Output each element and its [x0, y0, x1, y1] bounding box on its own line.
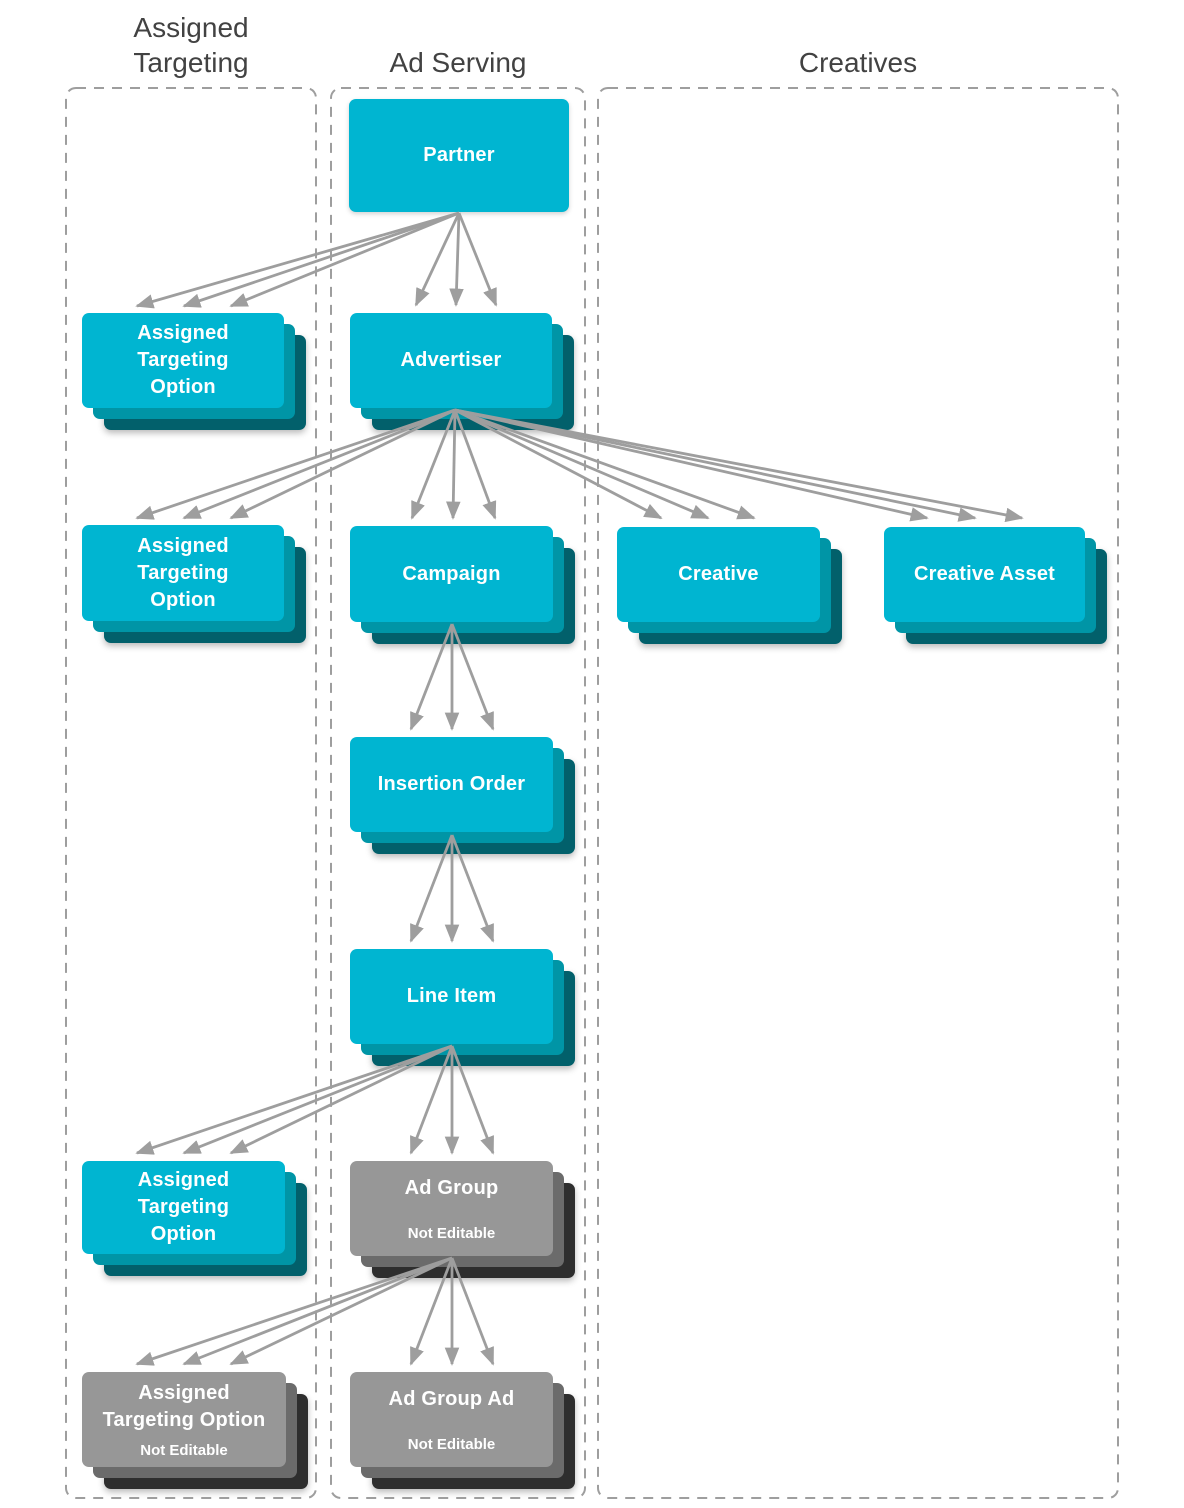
- node-assigned-targeting-option-line-item: Assigned Targeting Option: [82, 1161, 307, 1276]
- node-partner: Partner: [349, 99, 569, 212]
- edge-partner-to-assigned-targeting-option: [135, 211, 460, 309]
- node-label: Assigned Targeting Option: [137, 534, 229, 611]
- node-label: Assigned Targeting Option: [137, 322, 229, 398]
- not-editable-note: Not Editable: [407, 1225, 496, 1242]
- node-campaign: Campaign: [350, 526, 575, 644]
- node-label: Creative Asset: [913, 563, 1056, 585]
- node-label: Ad Group Ad: [388, 1388, 515, 1410]
- node-assigned-targeting-option-advertiser: Assigned Targeting Option: [82, 525, 306, 643]
- column-header-creatives: Creatives: [798, 47, 918, 78]
- node-ad-group-ad: Ad Group Ad Not Editable: [350, 1372, 575, 1489]
- edge-partner-to-advertiser: [414, 212, 498, 307]
- node-partner-label: Partner: [423, 144, 495, 166]
- column-header-assigned-targeting: Assigned Targeting: [133, 12, 249, 78]
- column-header-ad-serving: Ad Serving: [389, 47, 527, 78]
- node-label: Line Item: [406, 985, 497, 1007]
- node-insertion-order: Insertion Order: [350, 737, 575, 854]
- node-label: Campaign: [402, 562, 501, 585]
- node-creative: Creative: [617, 527, 842, 644]
- node-line-item: Line Item: [350, 949, 575, 1066]
- not-editable-note: Not Editable: [407, 1436, 496, 1453]
- column-box-creatives: [597, 87, 1119, 1499]
- node-label: Advertiser: [400, 349, 502, 371]
- node-label: Assigned Targeting Option: [102, 1382, 266, 1431]
- node-assigned-targeting-option-ad-group: Assigned Targeting Option Not Editable: [82, 1372, 308, 1489]
- column-box-assigned-targeting: [65, 87, 317, 1499]
- node-ad-group: Ad Group Not Editable: [350, 1161, 575, 1278]
- node-creative-asset: Creative Asset: [884, 527, 1107, 644]
- node-label: Assigned Targeting Option: [137, 1169, 230, 1245]
- node-label: Insertion Order: [377, 773, 526, 795]
- node-advertiser: Advertiser: [350, 313, 574, 430]
- node-assigned-targeting-option-partner: Assigned Targeting Option: [82, 313, 306, 430]
- not-editable-note: Not Editable: [140, 1442, 228, 1459]
- node-label: Ad Group: [404, 1177, 499, 1199]
- node-label: Creative: [678, 563, 759, 585]
